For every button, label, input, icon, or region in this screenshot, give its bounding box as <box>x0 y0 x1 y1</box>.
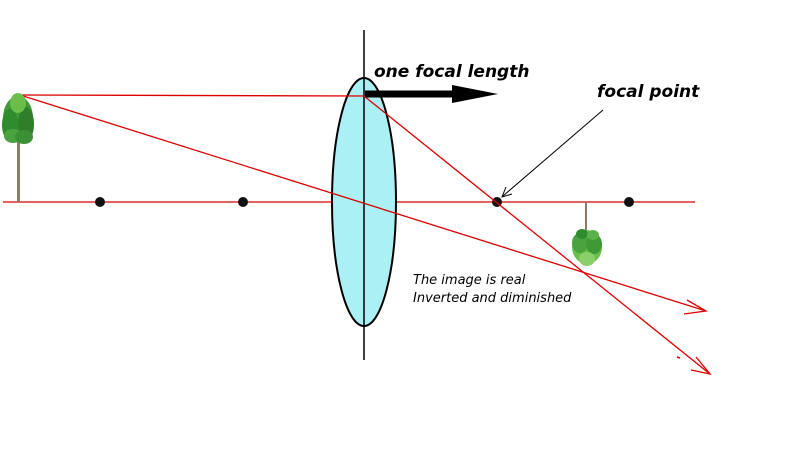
image-description-line-1: The image is real <box>413 273 526 288</box>
image-description-line-2: Inverted and diminished <box>413 291 572 306</box>
ray-center-arrowhead <box>683 299 708 315</box>
ray-parallel-refracted <box>363 95 711 375</box>
focal-length-label: one focal length <box>374 62 530 82</box>
point-2f-left <box>95 197 105 207</box>
image-tree-icon <box>572 202 602 266</box>
ray-stray-mark <box>676 356 681 359</box>
ray-parallel-incident <box>19 94 365 97</box>
focal-point-label: focal point <box>597 82 700 102</box>
focal-length-arrow-head <box>452 85 498 103</box>
image-description-note: The image is real Inverted and diminishe… <box>413 272 571 308</box>
ray-center <box>19 94 707 312</box>
point-2f-right <box>624 197 634 207</box>
focal-point-pointer-arrowhead <box>501 186 513 198</box>
ray-parallel-arrowhead <box>690 356 712 376</box>
point-f-left <box>238 197 248 207</box>
object-tree-icon <box>2 93 34 202</box>
focal-point-pointer-line <box>502 109 604 197</box>
